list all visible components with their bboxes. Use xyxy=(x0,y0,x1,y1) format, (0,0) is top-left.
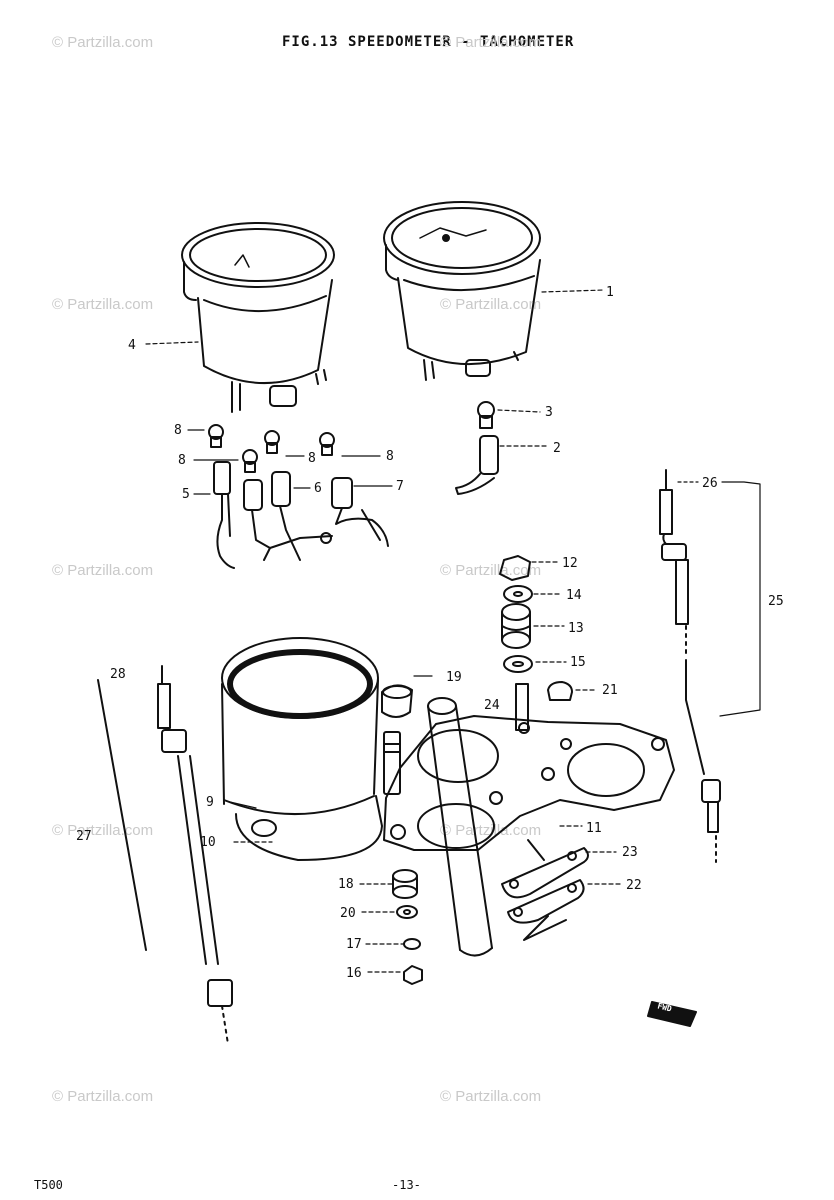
grommet-19 xyxy=(381,684,413,718)
callout-4: 4 xyxy=(128,338,136,353)
cap-21 xyxy=(547,681,573,701)
callout-7: 7 xyxy=(396,479,404,494)
callout-24: 24 xyxy=(484,698,500,713)
watermark: © Partzilla.com xyxy=(52,34,154,51)
callout-28: 28 xyxy=(110,667,126,682)
nut-12 xyxy=(499,555,531,581)
callout-3: 3 xyxy=(545,405,553,420)
bolt-stud xyxy=(515,683,529,731)
leader-lines xyxy=(145,289,761,973)
callout-25: 25 xyxy=(768,594,784,609)
watermark: © Partzilla.com xyxy=(440,296,542,313)
callout-9: 9 xyxy=(206,795,214,810)
socket-6 xyxy=(243,471,333,561)
meter-cup-9 xyxy=(221,637,379,816)
callout-1: 1 xyxy=(606,285,614,300)
callout-22: 22 xyxy=(626,878,642,893)
callout-17: 17 xyxy=(346,937,362,952)
callout-23: 23 xyxy=(622,845,638,860)
washer-15 xyxy=(503,655,533,673)
bulb-3 xyxy=(477,401,495,429)
bulb-8-a xyxy=(208,424,224,448)
watermark: © Partzilla.com xyxy=(440,1088,542,1105)
callout-8-b: 8 xyxy=(178,453,186,468)
tachometer-gauge xyxy=(181,222,335,413)
clip-23 xyxy=(501,839,589,899)
fwd-arrow-badge: FWD xyxy=(647,1001,697,1027)
callout-2: 2 xyxy=(553,441,561,456)
callout-20: 20 xyxy=(340,906,356,921)
socket-5 xyxy=(213,461,235,569)
tachometer-cable xyxy=(157,665,233,1045)
watermark: © Partzilla.com xyxy=(52,296,154,313)
watermark: © Partzilla.com xyxy=(440,822,542,839)
watermark: © Partzilla.com xyxy=(52,822,154,839)
callout-11: 11 xyxy=(586,821,602,836)
clip-22 xyxy=(507,879,585,941)
cushion-13 xyxy=(501,603,531,649)
speedometer-gauge xyxy=(383,201,541,381)
callout-8-d: 8 xyxy=(386,449,394,464)
callout-27: 27 xyxy=(76,829,92,844)
callout-19: 19 xyxy=(446,670,462,685)
spacer-18 xyxy=(392,869,418,899)
callout-8-a: 8 xyxy=(174,423,182,438)
watermark: © Partzilla.com xyxy=(440,562,542,579)
socket-2 xyxy=(455,435,499,495)
stud-left xyxy=(383,731,401,795)
callout-8-c: 8 xyxy=(308,451,316,466)
fwd-arrow-label: FWD xyxy=(656,1001,672,1013)
cable-27 xyxy=(97,679,147,951)
socket-7 xyxy=(331,477,389,547)
callout-5: 5 xyxy=(182,487,190,502)
watermark: © Partzilla.com xyxy=(52,1088,154,1105)
bracket-plate-10 xyxy=(235,795,383,861)
callout-13: 13 xyxy=(568,621,584,636)
footer-model: T500 xyxy=(34,1178,63,1192)
callout-16: 16 xyxy=(346,966,362,981)
callout-21: 21 xyxy=(602,683,618,698)
callout-26: 26 xyxy=(702,476,718,491)
callout-10: 10 xyxy=(200,835,216,850)
stem-24 xyxy=(427,697,493,957)
figure-title: FIG.13 SPEEDOMETER - TACHOMETER xyxy=(282,34,575,50)
mount-bracket-11 xyxy=(383,715,675,851)
footer-page-number: -13- xyxy=(392,1178,421,1192)
washer-20 xyxy=(396,905,418,919)
callout-6: 6 xyxy=(314,481,322,496)
washer-14 xyxy=(503,585,533,603)
bulb-8-c xyxy=(264,430,280,454)
nut-16 xyxy=(403,965,423,985)
callout-12: 12 xyxy=(562,556,578,571)
bulb-8-b xyxy=(242,449,258,473)
callout-14: 14 xyxy=(566,588,582,603)
lockwasher-17 xyxy=(403,938,421,950)
bulb-8-d xyxy=(319,432,335,456)
watermark: © Partzilla.com xyxy=(440,34,542,51)
speedometer-cable xyxy=(659,469,721,863)
watermark: © Partzilla.com xyxy=(52,562,154,579)
callout-15: 15 xyxy=(570,655,586,670)
callout-18: 18 xyxy=(338,877,354,892)
